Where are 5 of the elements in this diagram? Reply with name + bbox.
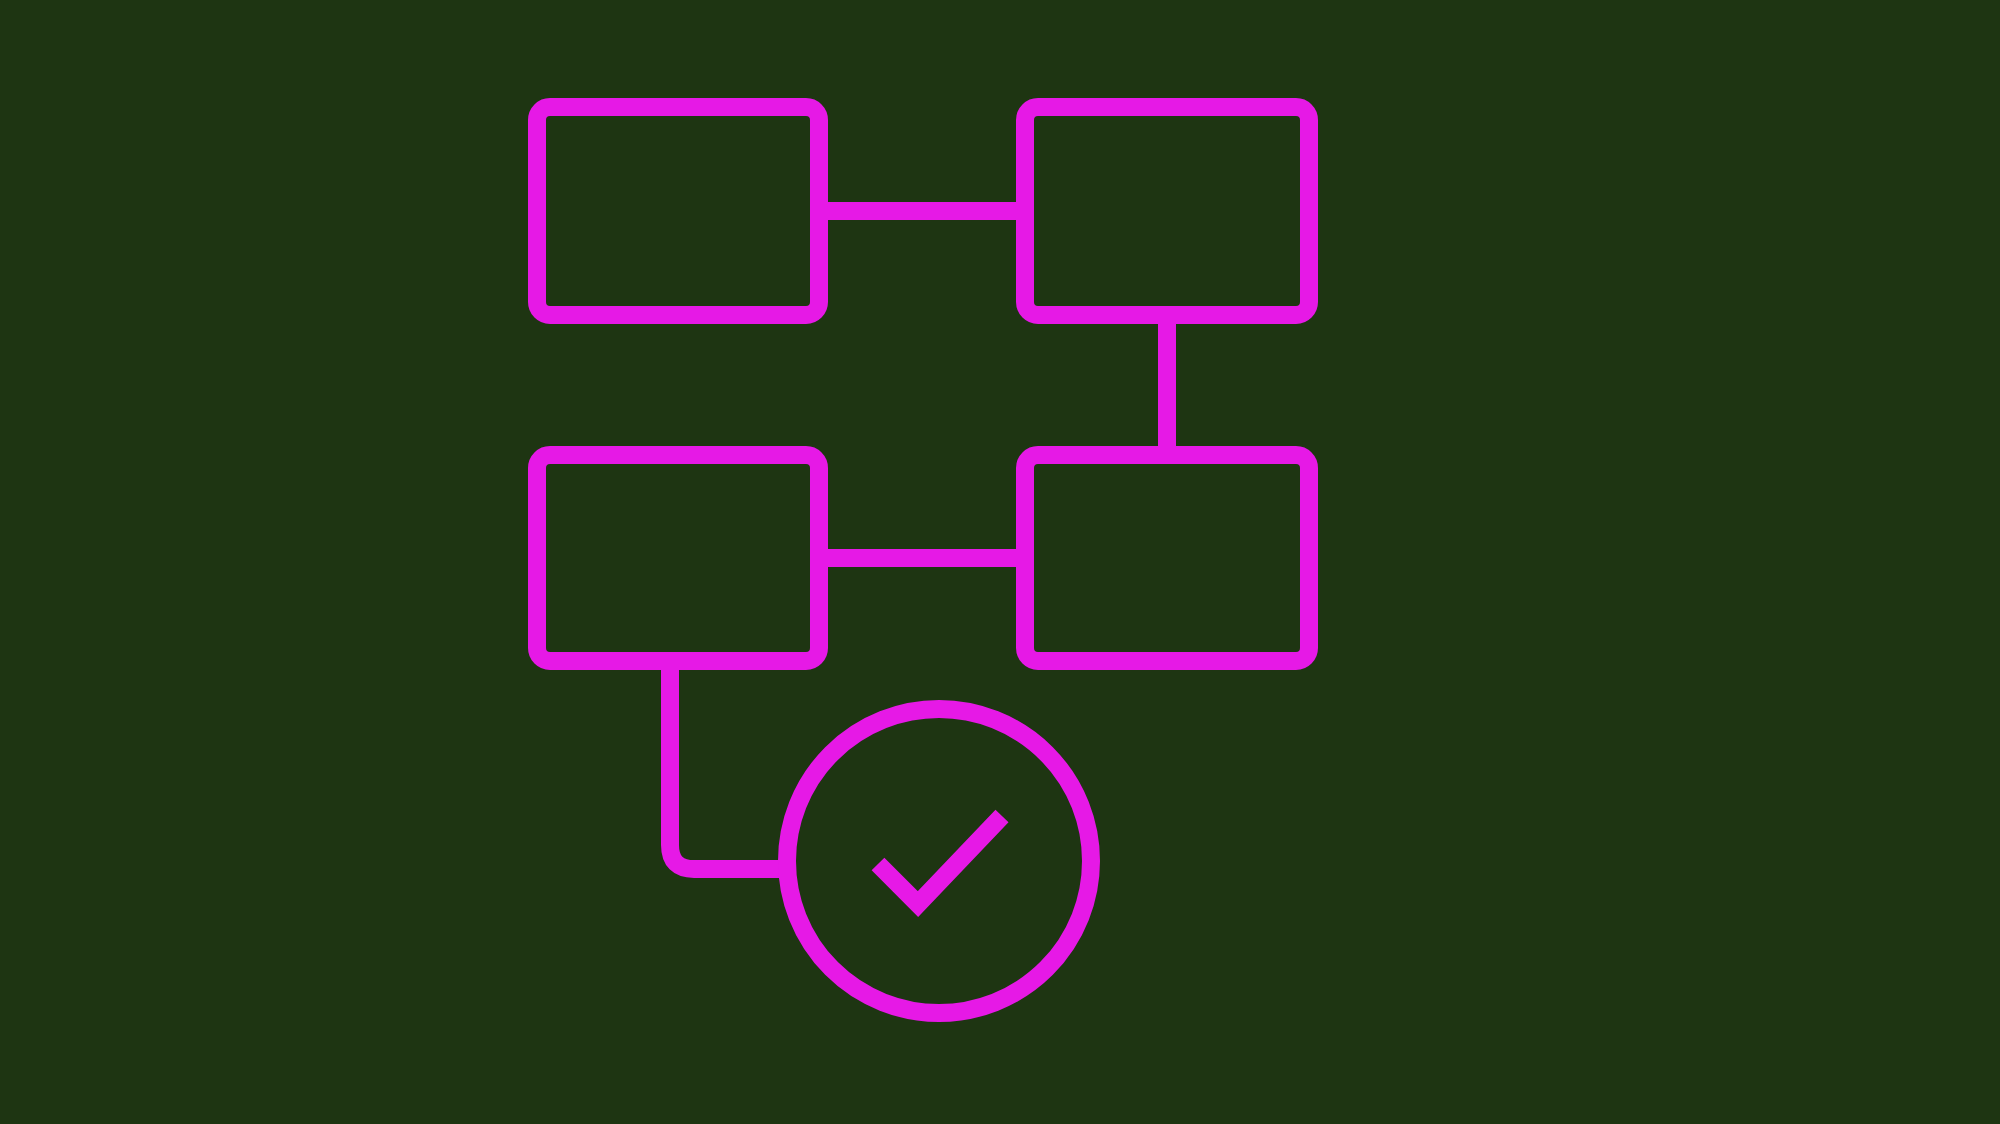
process-box bbox=[528, 446, 828, 670]
check-circle bbox=[778, 700, 1100, 1022]
process-box bbox=[1016, 98, 1318, 324]
process-box bbox=[1016, 446, 1318, 670]
process-box bbox=[528, 98, 828, 324]
